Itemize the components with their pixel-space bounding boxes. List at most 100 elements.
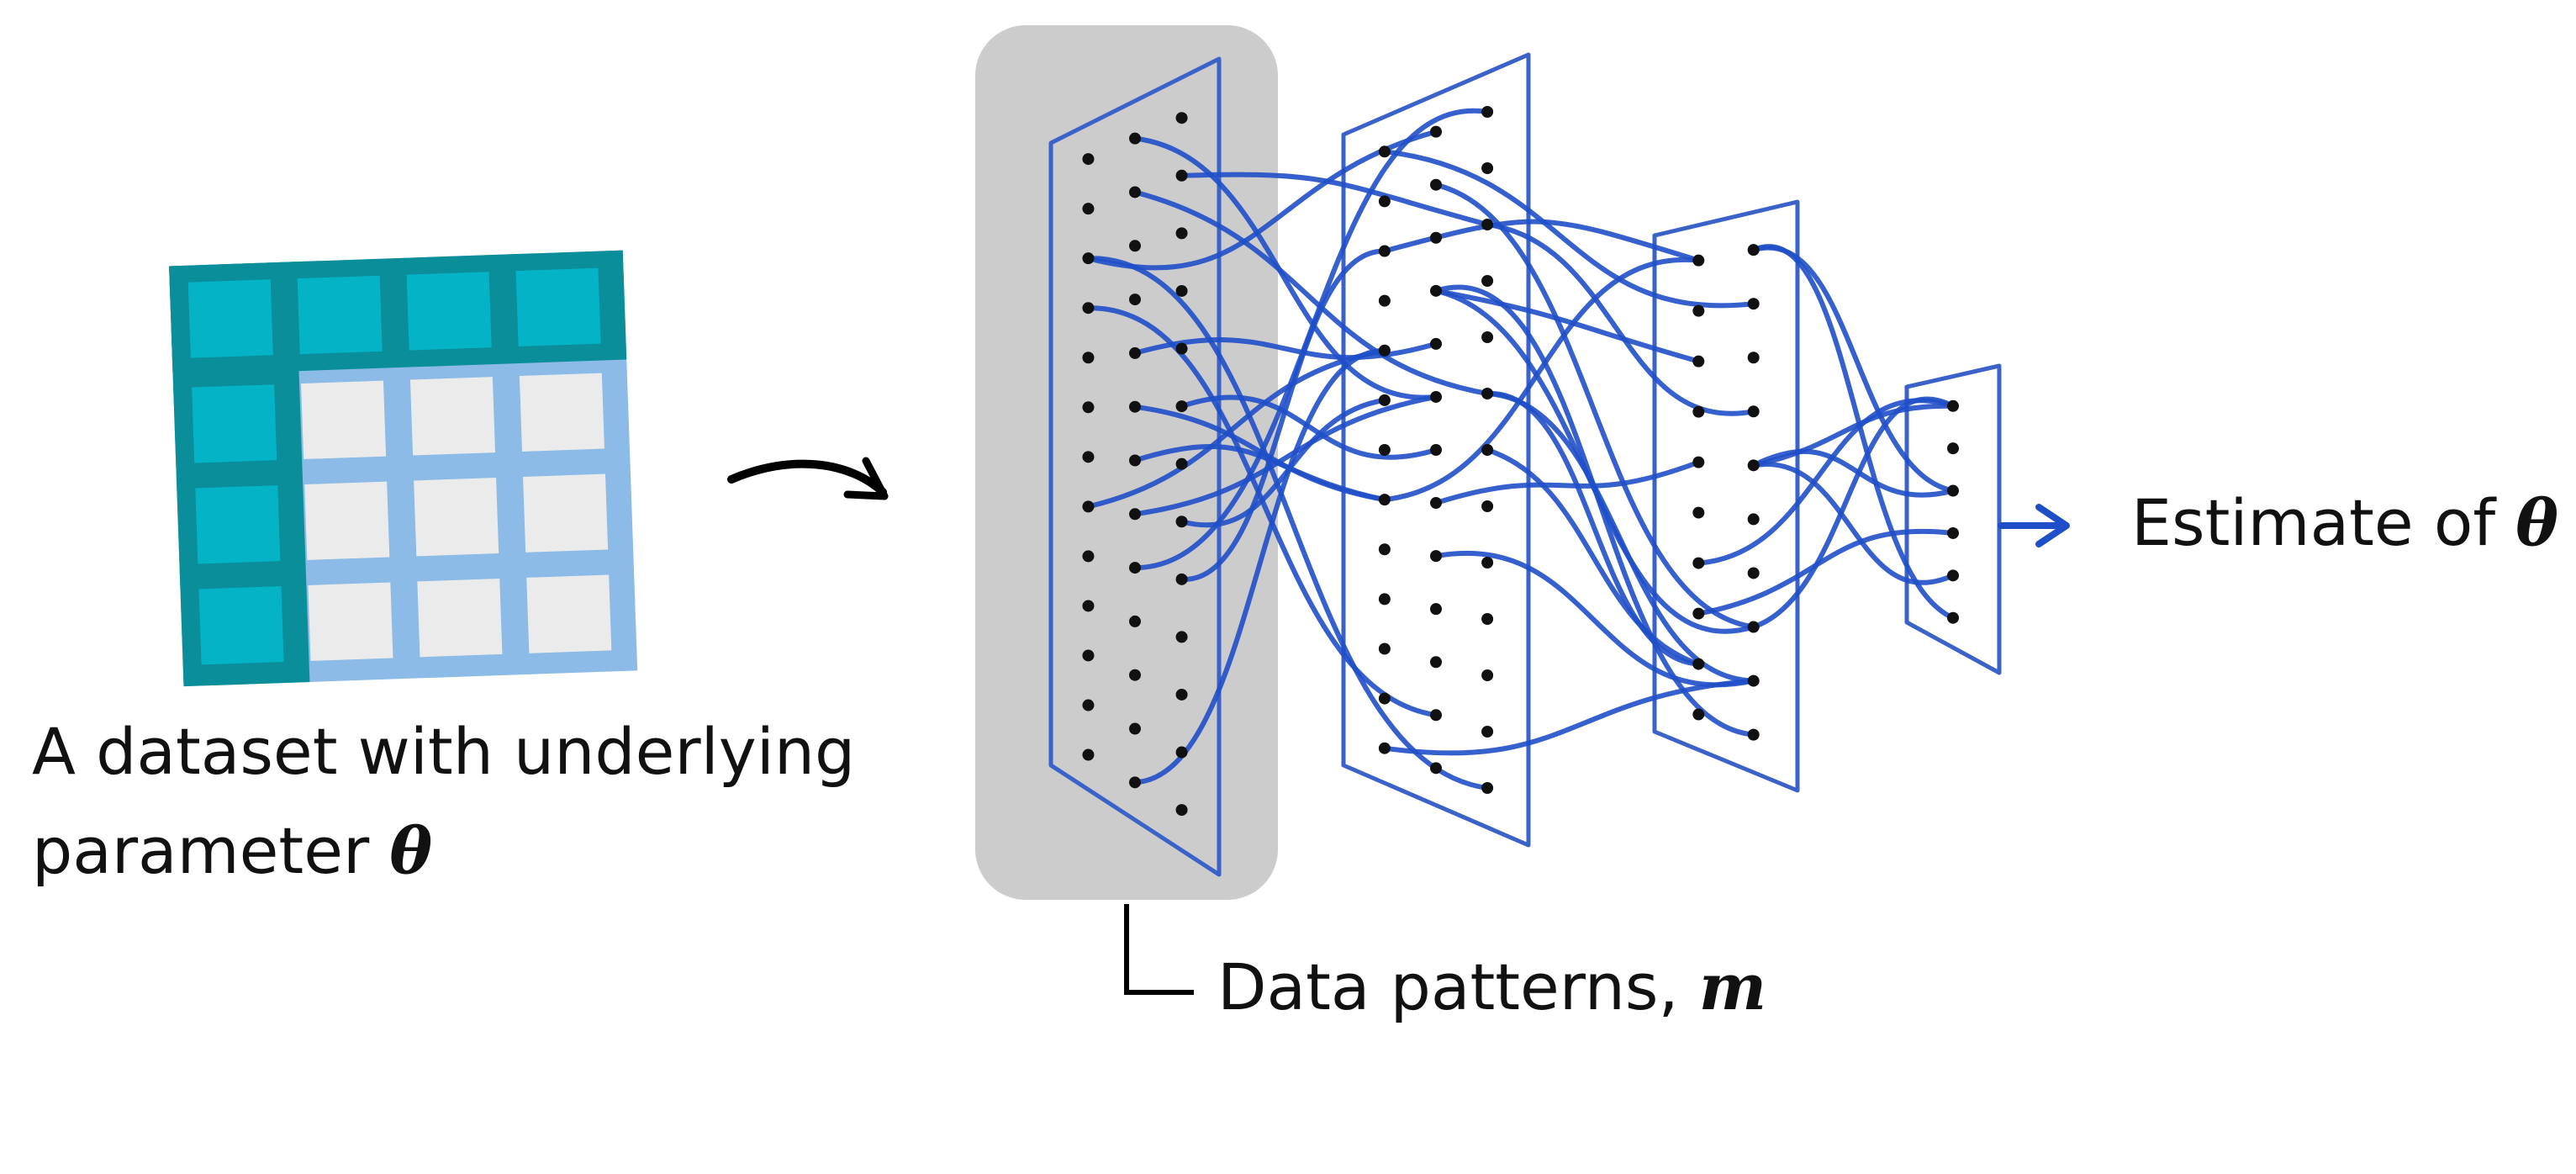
network-node — [1082, 252, 1095, 265]
network-node — [1378, 145, 1391, 158]
network-node — [1481, 669, 1494, 681]
network-node — [1129, 240, 1141, 252]
network-node — [1378, 245, 1391, 257]
network-node — [1430, 231, 1442, 244]
network-node — [1747, 352, 1760, 364]
output-label-text: Estimate of — [2131, 485, 2496, 560]
table-cell — [308, 582, 393, 661]
network-connection — [1085, 256, 1491, 791]
table-cell — [198, 586, 284, 665]
table-cell — [195, 485, 281, 564]
network-node — [1481, 500, 1494, 512]
network-connection — [1433, 182, 1756, 630]
output-theta-symbol: θ — [2515, 485, 2558, 560]
network-node — [1129, 400, 1141, 413]
network-node — [1430, 603, 1442, 616]
network-node — [1082, 352, 1095, 364]
network-connection — [1381, 256, 1702, 503]
network-node — [1378, 742, 1391, 754]
network-connection — [1179, 248, 1387, 582]
network-node — [1378, 643, 1391, 655]
table-cell — [515, 267, 601, 347]
network-node — [1747, 459, 1760, 472]
network-connection — [1132, 404, 1387, 503]
network-connection — [1696, 398, 1956, 566]
network-node — [1175, 804, 1188, 817]
data-patterns-bracket — [1124, 904, 1194, 995]
network-node — [1481, 331, 1494, 344]
network-connection — [1485, 222, 1756, 416]
network-node — [1175, 400, 1188, 413]
network-node — [1175, 573, 1188, 585]
network-node — [1129, 186, 1141, 198]
network-node — [1481, 556, 1494, 568]
network-node — [1692, 355, 1705, 368]
network-connection — [1132, 189, 1491, 397]
table-cell — [301, 380, 387, 460]
dataset-label-line2: parameter θ — [32, 814, 432, 887]
network-node — [1082, 203, 1095, 215]
network-node — [1481, 612, 1494, 625]
network-node — [1747, 567, 1760, 579]
table-cell — [192, 384, 277, 463]
network-connection — [1433, 550, 1756, 688]
network-node — [1082, 600, 1095, 612]
theta-symbol: θ — [389, 813, 433, 888]
network-node — [1082, 302, 1095, 315]
network-node — [1175, 746, 1188, 759]
table-cell — [297, 275, 383, 355]
dataset-table-icon — [169, 250, 638, 687]
network-node — [1481, 781, 1494, 794]
table-cell — [417, 578, 503, 658]
curved-arrow-head — [843, 457, 889, 500]
table-cell — [519, 373, 604, 452]
network-node — [1947, 484, 1959, 497]
network-connection — [1381, 678, 1756, 756]
network-node — [1129, 776, 1141, 789]
network-node — [1430, 444, 1442, 456]
network-connection — [1433, 459, 1702, 506]
network-node — [1692, 557, 1705, 569]
network-node — [1129, 294, 1141, 306]
network-node — [1692, 405, 1705, 418]
table-cell — [187, 279, 273, 358]
network-connection — [1750, 244, 1956, 621]
network-connection — [1132, 394, 1438, 517]
network-node — [1692, 708, 1705, 721]
table-cell — [526, 574, 612, 653]
table-cell — [523, 473, 609, 553]
network-node — [1747, 298, 1760, 310]
network-node — [1430, 178, 1442, 191]
network-layer-2 — [1341, 52, 1531, 848]
network-node — [1947, 399, 1959, 412]
network-connection — [1381, 149, 1756, 309]
network-node — [1175, 284, 1188, 297]
network-node — [1378, 394, 1391, 406]
network-connection — [1750, 448, 1956, 498]
table-cell — [406, 272, 492, 351]
network-connection — [1179, 394, 1438, 460]
network-node — [1692, 254, 1705, 267]
data-patterns-text: Data patterns, — [1217, 949, 1679, 1024]
network-node — [1481, 219, 1494, 231]
network-node — [1129, 669, 1141, 681]
data-patterns-label: Data patterns, m — [1217, 950, 1766, 1023]
network-node — [1378, 692, 1391, 705]
network-node — [1481, 162, 1494, 175]
network-node — [1947, 569, 1959, 582]
network-node — [1947, 442, 1959, 455]
network-node — [1692, 506, 1705, 519]
data-patterns-highlight — [975, 25, 1278, 900]
dataset-label-line1: A dataset with underlying — [32, 714, 856, 789]
network-node — [1175, 227, 1188, 240]
network-connection — [1179, 397, 1387, 528]
network-node — [1175, 516, 1188, 528]
network-node — [1129, 454, 1141, 467]
network-node — [1082, 500, 1095, 513]
network-node — [1129, 562, 1141, 574]
network-node — [1692, 456, 1705, 468]
network-node — [1747, 405, 1760, 418]
network-node — [1430, 656, 1442, 669]
network-node — [1430, 550, 1442, 563]
network-node — [1430, 125, 1442, 138]
